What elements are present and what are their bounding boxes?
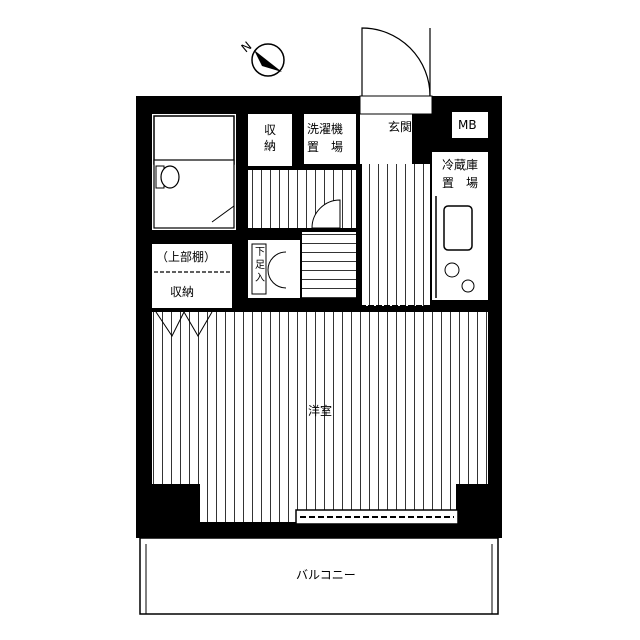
- kitchen-sink: [443, 205, 473, 251]
- toilet-bowl: [160, 165, 180, 189]
- divider-wall: [240, 298, 362, 308]
- left-storage-door-2: [183, 311, 213, 337]
- storage-top: [248, 114, 292, 166]
- stove-burner-1: [444, 262, 460, 278]
- room-left-lower: [152, 484, 200, 522]
- entrance-label: 玄関: [388, 120, 413, 134]
- western-room-label: 洋室: [308, 404, 333, 418]
- entrance-threshold: [359, 95, 433, 115]
- room-right-lower: [456, 484, 488, 522]
- washroom-door: [311, 199, 341, 229]
- hall-step: [302, 232, 356, 298]
- upper-shelf-label: （上部棚）: [156, 250, 217, 264]
- shoe-shelf: [251, 243, 267, 295]
- corridor: [362, 164, 430, 306]
- shoe-door-1: [267, 251, 287, 271]
- stove-burner-2: [461, 279, 475, 293]
- left-storage-label: 収納: [170, 285, 195, 299]
- bath-door: [211, 205, 235, 223]
- western-room-floor: [152, 312, 488, 484]
- storage-top-label: 収納: [263, 123, 276, 153]
- bathtub: [153, 115, 235, 165]
- entrance-door: [361, 27, 431, 97]
- balcony-label: バルコニー: [296, 568, 356, 582]
- shoe-closet-label: 下足入: [255, 247, 265, 284]
- washer-area: [304, 114, 356, 164]
- left-storage-door-1: [155, 311, 185, 337]
- entrance: [360, 114, 412, 164]
- mb-box: [452, 112, 488, 138]
- balcony: [139, 537, 499, 615]
- compass-icon: [251, 43, 285, 77]
- shoe-door-2: [267, 269, 287, 289]
- left-storage: [152, 244, 232, 308]
- washer-label: 洗濯機 置 場: [307, 122, 344, 154]
- mb-label: MB: [458, 118, 477, 132]
- fridge-label: 冷蔵庫 置 場: [442, 158, 479, 190]
- kitchen-partition: [430, 300, 488, 312]
- wall-stub-under: [236, 232, 302, 240]
